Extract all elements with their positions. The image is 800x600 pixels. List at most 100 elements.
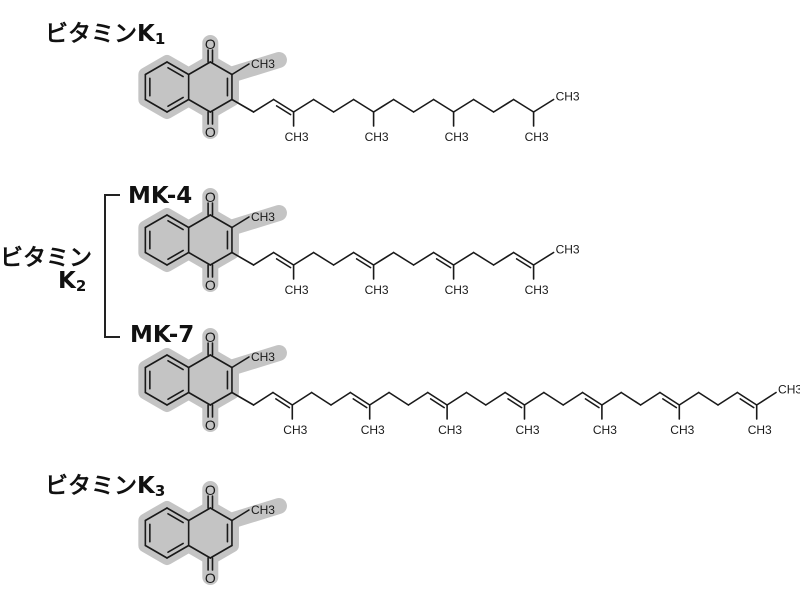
- methyl-label: CH3: [556, 90, 580, 104]
- ring-bond: [209, 354, 233, 369]
- oxygen-label: O: [205, 277, 216, 293]
- methyl-label: CH3: [593, 423, 617, 437]
- mk7-label: MK-7: [130, 322, 195, 348]
- chain-bond: [272, 391, 294, 406]
- chain-bond: [532, 251, 555, 266]
- oxygen-label: O: [205, 189, 216, 205]
- chain-bond: [484, 391, 506, 406]
- chain-double-bond: [429, 398, 445, 409]
- ring-bond: [187, 98, 212, 113]
- chain-bond: [392, 251, 415, 266]
- chain-bond: [426, 391, 448, 406]
- ring-bond: [187, 544, 212, 559]
- chain-bond: [512, 251, 535, 266]
- ring-bond: [209, 391, 233, 406]
- chain-bond: [446, 391, 468, 406]
- methyl-label: CH3: [445, 283, 469, 297]
- methyl-label: CH3: [778, 383, 800, 397]
- chain-double-bond: [352, 398, 368, 409]
- chain-bond: [432, 251, 455, 266]
- chain-double-bond: [275, 398, 291, 409]
- chain-bond: [472, 98, 495, 113]
- highlight-bond: [223, 52, 287, 83]
- chain-bond: [231, 391, 255, 406]
- chain-bond: [392, 98, 415, 113]
- ring-bond: [166, 354, 190, 369]
- mk4-label: MK-4: [128, 183, 193, 209]
- chain-bond: [407, 391, 429, 406]
- chain-double-bond: [275, 258, 292, 269]
- oxygen-label: O: [205, 417, 216, 433]
- methyl-label: CH3: [251, 350, 275, 364]
- ring-bond: [187, 354, 212, 369]
- chain-double-bond: [584, 398, 600, 409]
- chain-bond: [512, 98, 535, 113]
- methyl-label: CH3: [748, 423, 772, 437]
- chain-bond: [504, 391, 526, 406]
- double-bond-line: [167, 249, 184, 261]
- chain-bond: [492, 98, 515, 113]
- chain-double-bond: [275, 105, 292, 116]
- chain-double-bond: [739, 398, 755, 409]
- ring-bond: [187, 214, 212, 229]
- chain-bond: [272, 251, 295, 266]
- double-bond-line: [167, 66, 184, 78]
- vitamin-k3-text: ビタミンK: [45, 473, 155, 499]
- chain-bond: [755, 391, 777, 406]
- chain-bond: [231, 98, 255, 113]
- chain-bond: [332, 251, 355, 266]
- vitamin-k1-subscript: 1: [154, 30, 166, 48]
- chain-bond: [291, 391, 313, 406]
- chain-bond: [330, 391, 352, 406]
- double-bond-line: [167, 542, 184, 554]
- chain-double-bond: [355, 258, 372, 269]
- methyl-label: CH3: [525, 130, 549, 144]
- methyl-label: CH3: [525, 283, 549, 297]
- vitamin-k2-k-text: K: [58, 268, 76, 294]
- chain-bond: [532, 98, 555, 113]
- chain-bond: [465, 391, 487, 406]
- methyl-label: CH3: [251, 210, 275, 224]
- chain-bond: [292, 251, 315, 266]
- chain-bond: [601, 391, 623, 406]
- chain-bond: [349, 391, 371, 406]
- oxygen-label: O: [205, 329, 216, 345]
- chain-bond: [523, 391, 545, 406]
- chain-bond: [352, 251, 375, 266]
- chain-bond: [372, 98, 395, 113]
- chain-bond: [252, 251, 275, 266]
- methyl-label: CH3: [670, 423, 694, 437]
- ring-bond: [144, 354, 168, 369]
- chain-bond: [659, 391, 681, 406]
- methyl-bond: [231, 509, 250, 522]
- double-bond-line: [167, 389, 184, 401]
- double-bond-line: [167, 512, 184, 524]
- chain-bond: [697, 391, 719, 406]
- oxygen-label: O: [205, 482, 216, 498]
- methyl-bond: [231, 356, 250, 369]
- oxygen-label: O: [205, 124, 216, 140]
- ring-bond: [144, 214, 168, 229]
- methyl-label: CH3: [516, 423, 540, 437]
- chain-bond: [332, 98, 355, 113]
- chain-bond: [562, 391, 584, 406]
- ring-bond: [166, 507, 190, 522]
- ring-bond: [209, 61, 233, 76]
- methyl-label: CH3: [285, 130, 309, 144]
- ring-bond: [187, 251, 212, 266]
- chain-bond: [310, 391, 332, 406]
- ring-bond: [209, 544, 233, 559]
- double-bond-line: [167, 219, 184, 231]
- chain-bond: [452, 251, 475, 266]
- ring-bond: [209, 251, 233, 266]
- chain-bond: [492, 251, 515, 266]
- chain-bond: [543, 391, 565, 406]
- ring-bond: [144, 507, 168, 522]
- ring-bond: [166, 391, 190, 406]
- highlight-bond: [223, 498, 287, 529]
- double-bond-line: [167, 359, 184, 371]
